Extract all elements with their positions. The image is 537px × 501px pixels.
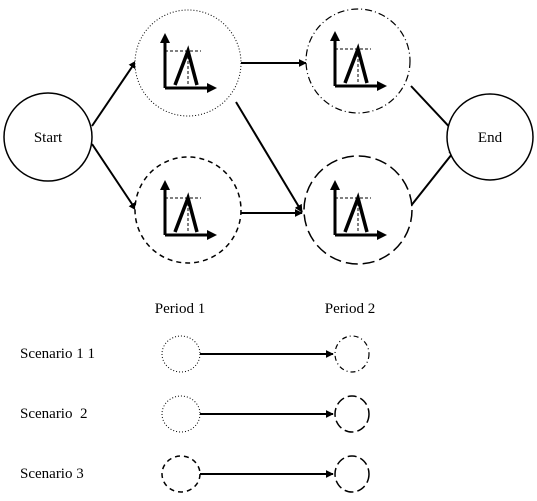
legend-period-2: Period 2 [325,301,375,317]
legend-row-scenario-1: Scenario 1 1 [20,335,370,373]
start-node: Start [3,92,93,182]
legend-row-label: Scenario 1 1 [20,346,95,362]
edge-p1-top-to-p2-bottom [235,101,303,213]
edges [91,59,457,217]
period2-top-node [305,8,411,114]
legend-row-scenario-3: Scenario 3 [20,455,370,493]
end-label: End [478,130,503,146]
period2-bottom-node [303,155,413,265]
period1-top-node [134,9,242,117]
period1-bottom-node [134,156,242,264]
start-label: Start [34,130,63,146]
edge-start-to-p1-top [91,60,137,127]
legend: Period 1 Period 2 Scenario 1 1 Scenario … [20,301,375,493]
legend-row-label: Scenario 3 [20,466,84,482]
legend-row-label: Scenario 2 [20,406,87,422]
legend-row-scenario-2: Scenario 2 [20,395,370,433]
edge-p2-bottom-to-end [409,148,457,208]
edge-start-to-p1-bottom [91,143,137,211]
legend-period-1: Period 1 [155,301,205,317]
end-node: End [446,93,534,181]
